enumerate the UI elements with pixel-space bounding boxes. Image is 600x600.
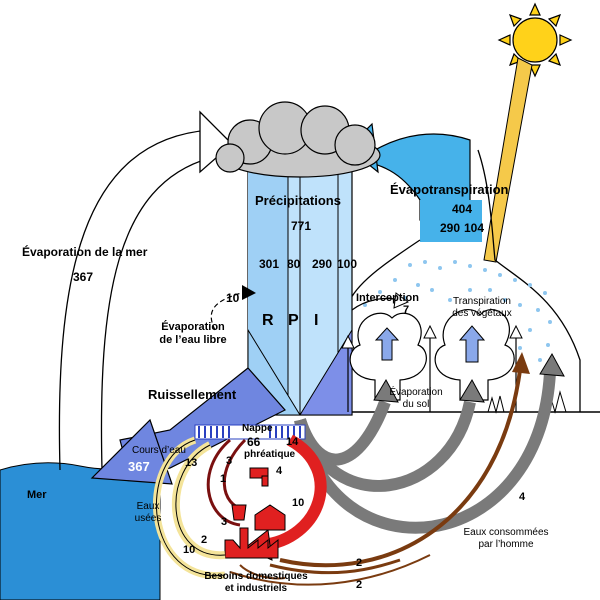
precip-value-p: 80 [287, 257, 301, 271]
precipitations-title: Précipitations [255, 193, 341, 208]
transpiration-dots [363, 260, 552, 362]
factory-icon [224, 527, 279, 559]
value-2-left: 2 [201, 534, 208, 546]
consumption-arrow [279, 369, 522, 568]
letter-r: R [262, 312, 274, 329]
value-10-right: 10 [292, 497, 305, 509]
free-water-evaporation-label-1: Évaporation [161, 321, 225, 333]
value-13: 13 [185, 457, 198, 469]
river-label: Cours d’eau [132, 445, 186, 456]
grass-icons [487, 390, 567, 414]
free-water-evaporation-arrow [210, 291, 246, 331]
evaporation-sea-value: 367 [73, 270, 94, 284]
precip-value-i: 290 [312, 257, 333, 271]
evapotranspiration-title: Évapotranspiration [390, 182, 509, 197]
value-1: 1 [220, 473, 227, 485]
tap-icon [249, 467, 269, 487]
evaporation-sea-label: Évaporation de la mer [22, 245, 148, 259]
soil-evaporation-label-2: du sol [402, 399, 430, 410]
evapotranspiration-arrow [358, 133, 471, 221]
interception-value: 7 [403, 304, 410, 316]
value-14: 14 [286, 436, 299, 448]
letter-i: I [314, 312, 319, 329]
evapo-value-290: 290 [440, 221, 461, 235]
soil-evaporation-label-1: Évaporation [389, 387, 443, 398]
house-icon [254, 504, 286, 531]
precip-total-value: 771 [291, 219, 312, 233]
evaporation-sea-arrow [58, 129, 211, 471]
value-4-upper: 4 [276, 465, 283, 477]
value-10-left: 10 [183, 544, 196, 556]
interception-arrow [351, 297, 399, 311]
precip-value-100: 100 [337, 257, 358, 271]
interception-label: Interception [356, 292, 419, 304]
groundwater-label-1: Nappe [242, 423, 273, 434]
wastewater-label-1: Eaux [136, 501, 160, 512]
free-water-evaporation-value: 10 [226, 291, 240, 305]
glass-icon [231, 504, 247, 521]
domestic-industrial-label-2: et industriels [224, 583, 288, 594]
groundwater-red-arrow [261, 434, 327, 551]
value-4-consumption: 4 [519, 491, 526, 503]
transpiration-label-1: Transpiration [453, 296, 511, 307]
sea-shape [0, 462, 161, 600]
value-3-upper: 3 [226, 455, 233, 467]
runoff-label: Ruissellement [148, 387, 237, 402]
consumption-label-2: par l’homme [478, 539, 534, 550]
wastewater-label-2: usées [134, 513, 162, 524]
evapo-total-value: 404 [452, 202, 473, 216]
value-3-lower: 3 [221, 516, 228, 528]
cloud-icon [215, 101, 381, 178]
letter-p: P [288, 312, 299, 329]
free-water-evaporation-label-2: de l’eau libre [159, 334, 227, 346]
sea-label: Mer [27, 489, 47, 501]
domestic-industrial-label-1: Besoins domestiques [204, 571, 308, 582]
transpiration-label-2: des végétaux [452, 308, 512, 319]
value-2-right-upper: 2 [356, 557, 363, 569]
value-2-right-lower: 2 [356, 579, 363, 591]
evapo-value-104: 104 [464, 221, 485, 235]
river-value: 367 [128, 459, 150, 474]
groundwater-label-2: phréatique [244, 449, 296, 460]
consumption-label-1: Eaux consommées [463, 527, 549, 538]
groundwater-value: 66 [247, 435, 261, 449]
sun-ray-beam [483, 57, 533, 263]
precip-value-r: 301 [259, 257, 280, 271]
sun-icon [497, 2, 573, 78]
